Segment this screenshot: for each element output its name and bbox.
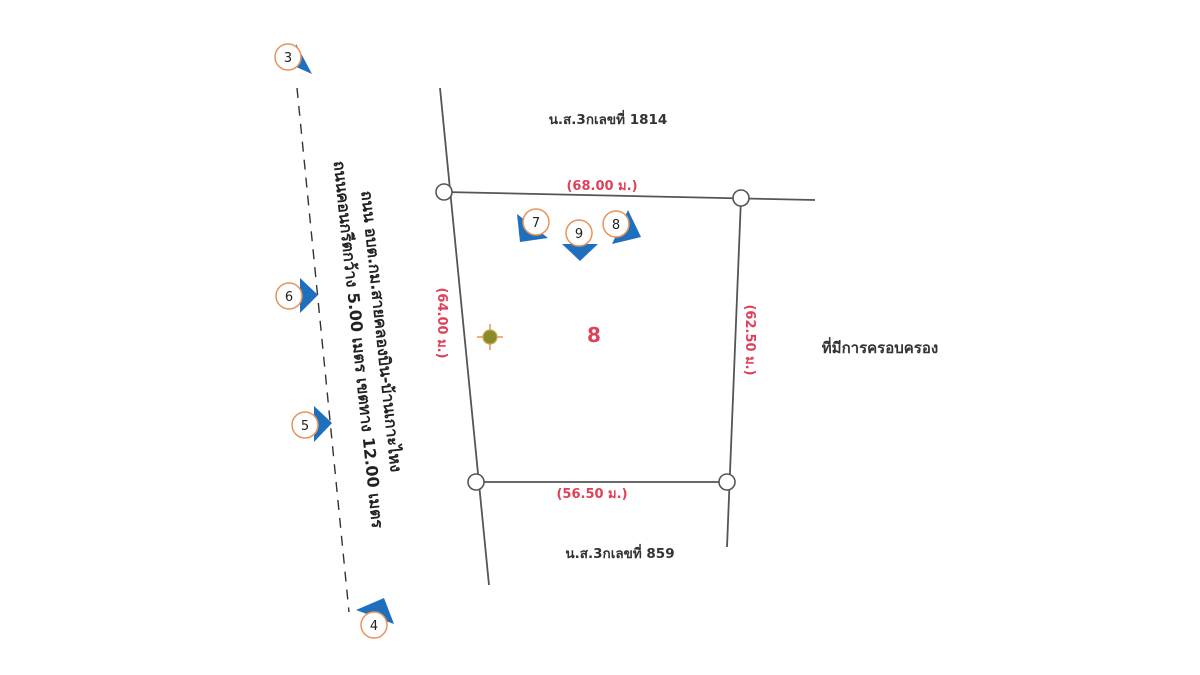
corner-pin-ne: [732, 189, 750, 207]
neighbor-south-label: น.ส.3กเลขที่ 859: [565, 543, 674, 562]
east-boundary-line: [726, 197, 742, 548]
plot-number: 8: [587, 323, 601, 347]
photo-marker-label: 5: [301, 419, 309, 434]
photo-marker-label: 9: [575, 227, 583, 242]
photo-marker-label: 6: [285, 290, 293, 305]
photo-marker-3: 3: [274, 43, 312, 74]
photo-marker-label: 4: [370, 619, 378, 634]
dimension-bottom: (56.50 ม.): [556, 487, 627, 502]
corner-pin-se: [718, 473, 736, 491]
corner-pin-sw: [467, 473, 485, 491]
corner-pins: [435, 183, 750, 491]
photo-marker-6: 6: [275, 278, 318, 313]
photo-marker-5: 5: [291, 406, 332, 442]
dimension-top: (68.00 ม.): [566, 179, 637, 194]
photo-marker-8: 8: [602, 210, 641, 244]
location-crosshair-icon: [477, 324, 503, 350]
dimension-left: (64.00 ม.): [434, 287, 449, 358]
corner-pin-nw: [435, 183, 453, 201]
photo-marker-label: 8: [612, 218, 620, 233]
photo-markers: 3 6 5 4 7 9: [274, 43, 641, 639]
neighbor-east-label: ที่มีการครอบครอง: [822, 337, 938, 357]
north-boundary-line: [443, 191, 816, 201]
road-edge-dashed-line: [296, 87, 350, 613]
photo-marker-label: 7: [532, 216, 540, 231]
photo-marker-4: 4: [356, 598, 394, 639]
photo-marker-label: 3: [284, 51, 292, 66]
west-boundary-line: [439, 87, 490, 586]
photo-marker-9: 9: [562, 219, 598, 261]
dimension-right: (62.50 ม.): [742, 304, 757, 375]
photo-marker-7: 7: [517, 208, 550, 242]
neighbor-north-label: น.ส.3กเลขที่ 1814: [549, 109, 668, 128]
